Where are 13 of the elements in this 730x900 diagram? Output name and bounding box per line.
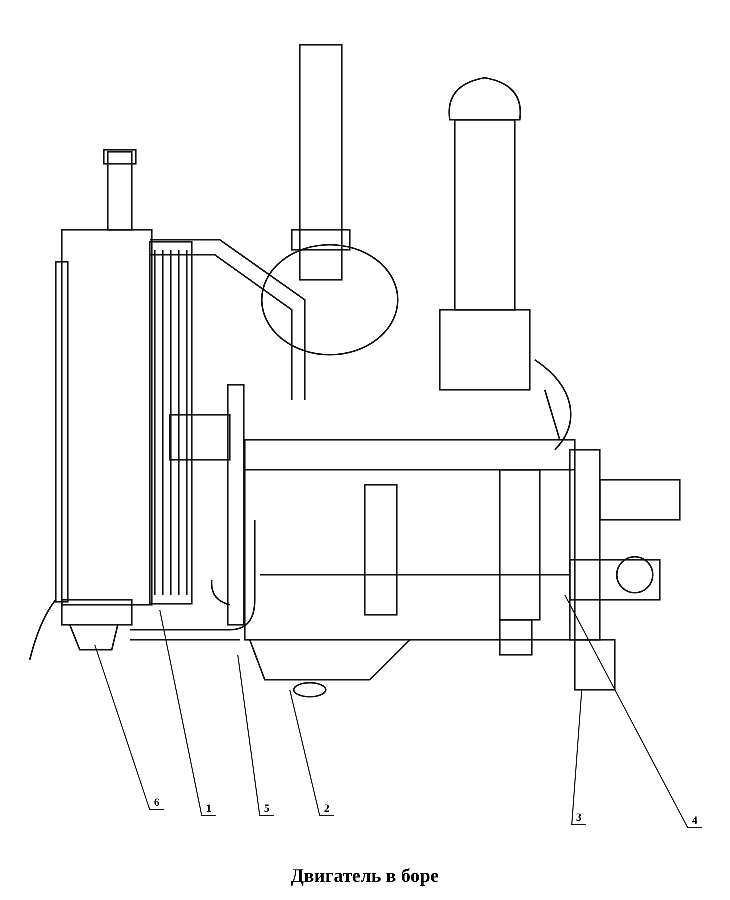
- leader-line: [571, 690, 586, 826]
- leader-line: [94, 644, 164, 811]
- callout-number: 5: [260, 803, 274, 815]
- callout-number: 2: [320, 803, 334, 815]
- callout-number: 3: [572, 812, 586, 824]
- leader-line: [564, 594, 702, 829]
- leader-line: [237, 654, 274, 817]
- leader-line: [289, 690, 334, 817]
- callout-number: 6: [150, 797, 164, 809]
- caption: Двигатель в боре: [291, 866, 439, 888]
- callout-number: 4: [688, 815, 702, 827]
- leader-line: [159, 610, 216, 817]
- callout-number: 1: [202, 803, 216, 815]
